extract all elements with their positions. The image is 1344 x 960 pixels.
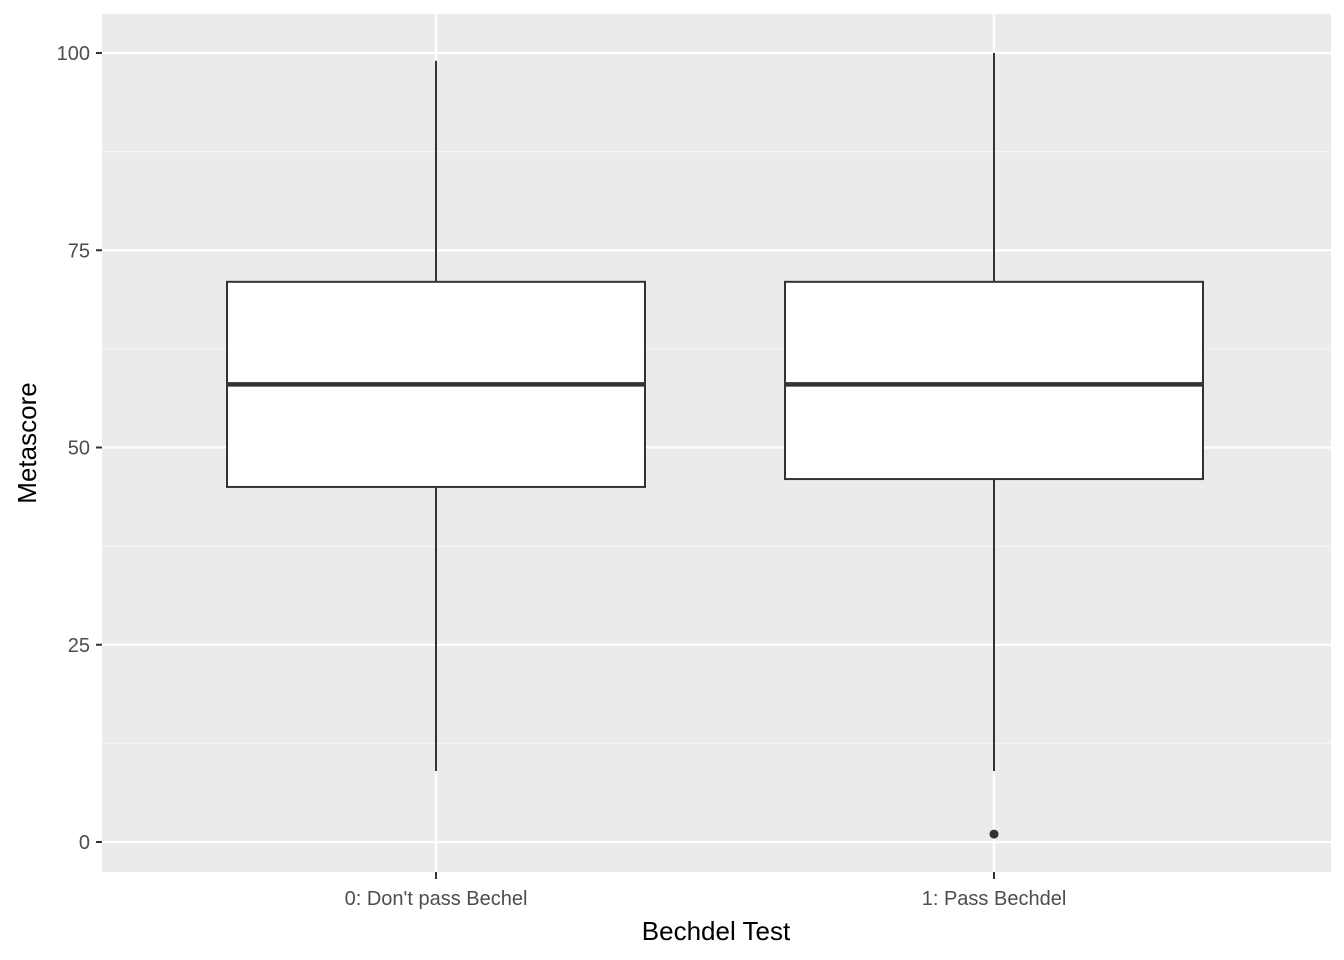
x-tick-label: 1: Pass Bechdel: [922, 888, 1067, 910]
y-axis: 0 25 50 75 100: [57, 43, 102, 854]
x-axis: 0: Don't pass Bechel 1: Pass Bechdel: [345, 872, 1067, 910]
y-tick-label: 0: [79, 832, 90, 854]
box-iqr: [784, 280, 1204, 481]
outlier-point: [989, 829, 999, 839]
box-group: [226, 60, 646, 771]
x-axis-title: Bechdel Test: [642, 916, 791, 946]
y-axis-title: Metascore: [12, 382, 42, 503]
y-tick-label: 25: [68, 635, 90, 657]
box-series: [226, 53, 1204, 839]
box-group: [784, 53, 1204, 839]
y-tick-label: 100: [57, 43, 90, 65]
y-tick-label: 50: [68, 438, 90, 460]
x-tick-label: 0: Don't pass Bechel: [345, 888, 528, 910]
y-tick-label: 75: [68, 240, 90, 262]
